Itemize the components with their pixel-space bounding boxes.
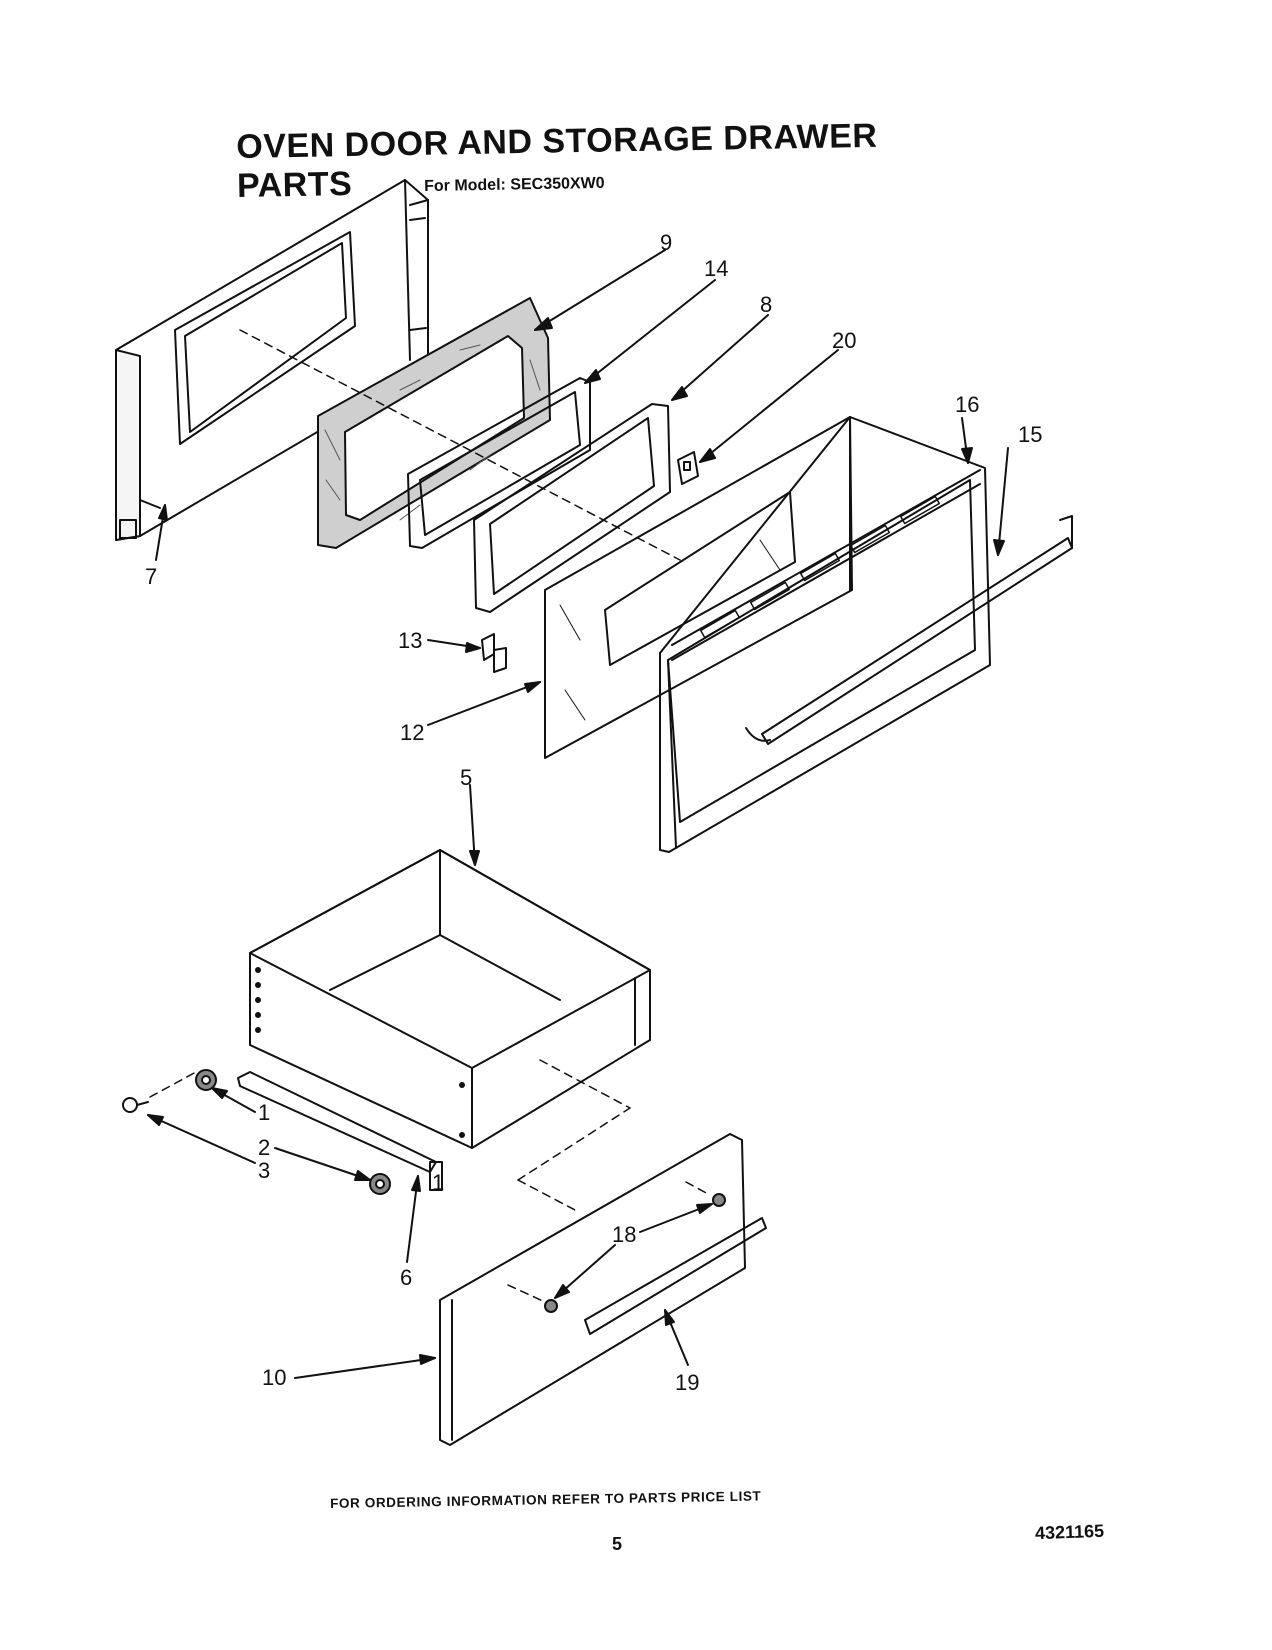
callout-12: 12 (400, 720, 424, 745)
callout-6: 6 (400, 1265, 412, 1290)
storage-drawer-box (249, 849, 651, 1149)
callout-18: 18 (612, 1222, 636, 1247)
callout-5: 5 (460, 765, 472, 790)
door-insulation-gasket (317, 297, 551, 549)
door-frame-with-vents (659, 416, 991, 853)
callout-19: 19 (675, 1370, 699, 1395)
callout-9: 9 (660, 230, 672, 255)
drawer-front-fasteners (544, 1193, 726, 1313)
door-handle (745, 515, 1073, 745)
callout-7: 7 (145, 564, 157, 589)
callout-14: 14 (704, 256, 728, 281)
drawer-roller-bottom (369, 1173, 391, 1195)
glass-retainer-frame (473, 403, 671, 613)
callout-3: 3 (258, 1158, 270, 1183)
callout-1-bottom: 1 (432, 1170, 444, 1195)
callout-15: 15 (1018, 422, 1042, 447)
bracket-part-13 (481, 633, 507, 673)
outer-door-glass (544, 416, 853, 759)
drawer-front-handle (584, 1217, 767, 1335)
inner-glass-pane (407, 377, 591, 549)
oven-door-outer-panel (115, 179, 429, 541)
page-number: 5 (612, 1534, 623, 1554)
callout-8: 8 (760, 292, 772, 317)
screw-part-3 (122, 1097, 149, 1113)
bracket-part-20 (677, 451, 699, 485)
alignment-lines (149, 329, 711, 1303)
callout-20: 20 (832, 328, 856, 353)
callout-2: 2 (258, 1135, 270, 1160)
document-number: 4321165 (1034, 1520, 1105, 1544)
callout-16: 16 (955, 392, 979, 417)
callout-10: 10 (262, 1365, 286, 1390)
leader-lines (147, 249, 1009, 1379)
drawer-slide-rail (237, 1071, 443, 1191)
callout-13: 13 (398, 628, 422, 653)
callout-1-top: 1 (258, 1100, 270, 1125)
drawer-front-panel (439, 1133, 746, 1446)
drawer-roller-top (195, 1069, 217, 1091)
